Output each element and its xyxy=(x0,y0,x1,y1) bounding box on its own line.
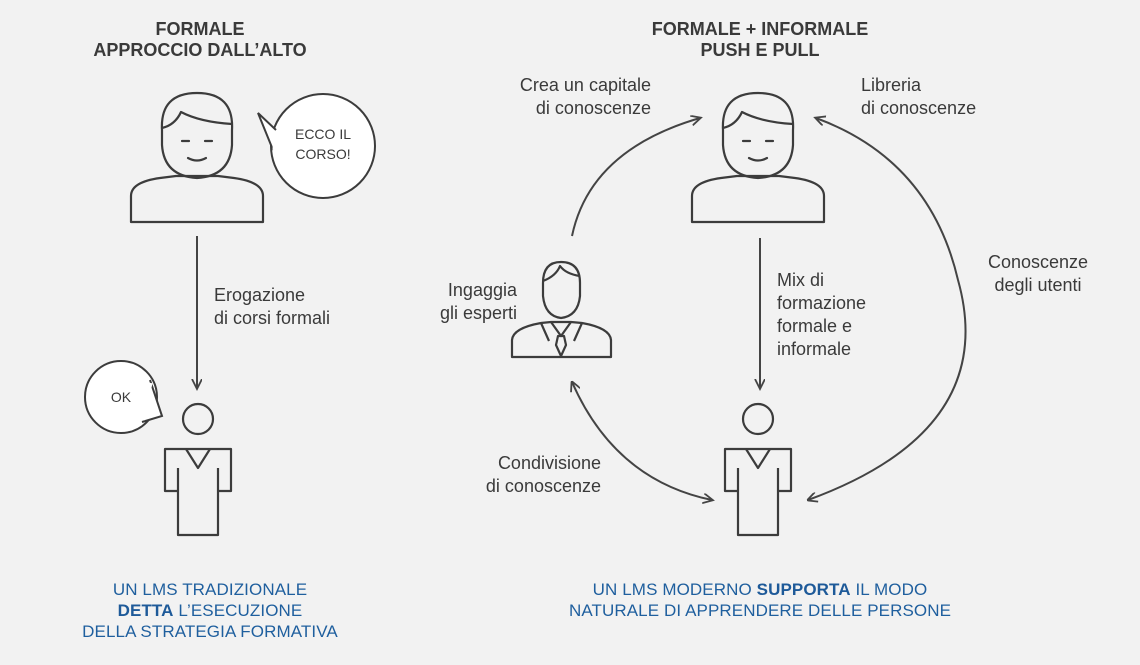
ingaggia-line2: gli esperti xyxy=(439,303,517,323)
bubble-ecco-line1: ECCO IL xyxy=(294,126,351,142)
libreria-label: Libreria di conoscenze xyxy=(861,74,976,120)
left-caption-bold: DETTA xyxy=(117,601,174,620)
ingaggia-line1: Ingaggia xyxy=(447,280,517,300)
conoscenze-utenti-line2: degli utenti xyxy=(994,275,1082,295)
right-caption-bold: SUPPORTA xyxy=(756,580,851,599)
left-caption-line3: DELLA STRATEGIA FORMATIVA xyxy=(82,622,338,641)
arc-expert-to-top xyxy=(571,118,700,237)
arc-users-to-library xyxy=(808,118,967,500)
mix-label: Mix di formazione formale e informale xyxy=(777,269,866,361)
right-trainer-icon xyxy=(690,91,826,224)
left-arrow-label-line1: Erogazione xyxy=(214,285,306,305)
right-caption: UN LMS MODERNO SUPPORTA IL MODO NATURALE… xyxy=(540,579,980,621)
left-title: FORMALE APPROCCIO DALL’ALTO xyxy=(80,19,320,61)
mix-line3: formale e xyxy=(777,316,853,336)
arc-expert-bottom xyxy=(572,382,712,500)
right-caption-line1-post: IL MODO xyxy=(850,580,928,599)
right-title-line2: PUSH E PULL xyxy=(700,40,820,60)
crea-label: Crea un capitale di conoscenze xyxy=(470,74,651,120)
bubble-ok-text: OK xyxy=(110,389,132,405)
right-caption-line2: NATURALE DI APPRENDERE DELLE PERSONE xyxy=(568,601,952,620)
left-caption: UN LMS TRADIZIONALE DETTA L’ESECUZIONE D… xyxy=(40,579,380,642)
crea-line2: di conoscenze xyxy=(535,98,651,118)
left-arrow-label: Erogazione di corsi formali xyxy=(214,284,330,330)
left-title-line2: APPROCCIO DALL’ALTO xyxy=(93,40,307,60)
left-trainer-icon xyxy=(129,91,265,224)
mix-line2: formazione xyxy=(777,293,867,313)
left-learner-icon xyxy=(163,402,233,537)
condivisione-line1: Condivisione xyxy=(497,453,601,473)
left-title-line1: FORMALE xyxy=(155,19,245,39)
right-learner-icon xyxy=(723,402,793,537)
right-title: FORMALE + INFORMALE PUSH E PULL xyxy=(610,19,910,61)
left-caption-line2-rest: L’ESECUZIONE xyxy=(173,601,303,620)
crea-line1: Crea un capitale xyxy=(519,75,651,95)
condivisione-line2: di conoscenze xyxy=(485,476,601,496)
bubble-ecco-line2: CORSO! xyxy=(295,146,351,162)
mix-line4: informale xyxy=(777,339,852,359)
expert-icon xyxy=(510,260,613,359)
libreria-line2: di conoscenze xyxy=(861,98,977,118)
left-speech-bubble-top xyxy=(257,93,376,199)
left-caption-line2: DETTA L’ESECUZIONE xyxy=(40,600,380,621)
right-caption-line1: UN LMS MODERNO SUPPORTA IL MODO xyxy=(540,579,980,600)
right-title-line1: FORMALE + INFORMALE xyxy=(651,19,869,39)
left-arrow-label-line2: di corsi formali xyxy=(214,308,331,328)
mix-line1: Mix di xyxy=(777,270,825,290)
left-speech-bubble-ok xyxy=(84,360,164,434)
condivisione-label: Condivisione di conoscenze xyxy=(440,452,601,498)
conoscenze-utenti-label: Conoscenze degli utenti xyxy=(966,251,1110,297)
bubble-ecco-text: ECCO IL CORSO! xyxy=(283,124,363,164)
conoscenze-utenti-line1: Conoscenze xyxy=(987,252,1089,272)
left-caption-line1: UN LMS TRADIZIONALE xyxy=(112,580,308,599)
ingaggia-label: Ingaggia gli esperti xyxy=(400,279,517,325)
libreria-line1: Libreria xyxy=(861,75,922,95)
right-caption-line1-pre: UN LMS MODERNO xyxy=(592,580,757,599)
